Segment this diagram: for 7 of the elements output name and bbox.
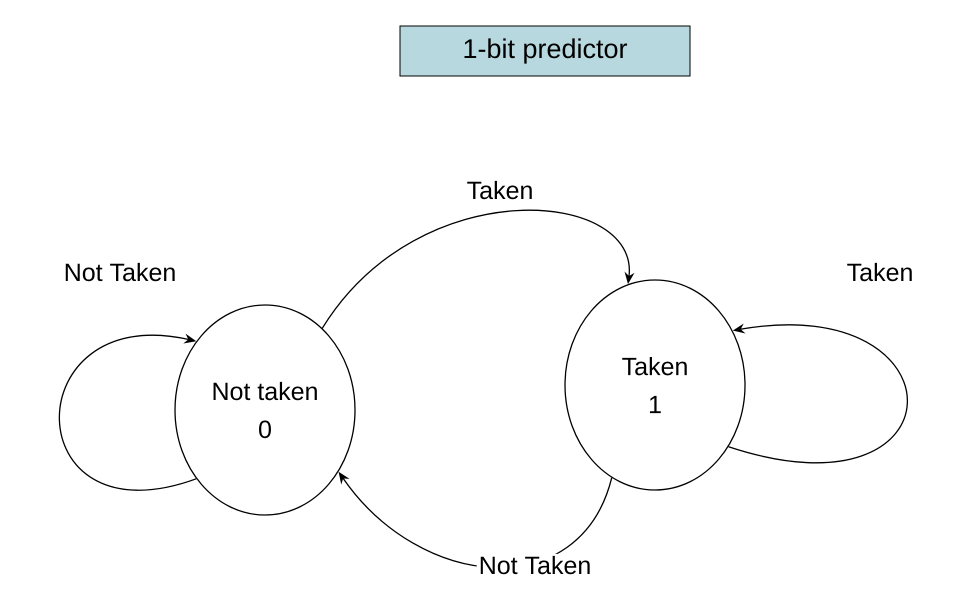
- arrow: [58, 334, 196, 490]
- edge-label: Taken: [844, 260, 916, 284]
- title-box: 1-bit predictor: [400, 26, 690, 76]
- edge-label: Not Taken: [62, 260, 178, 284]
- edge-label: Taken: [464, 178, 536, 202]
- edge-label: Not Taken: [476, 554, 594, 576]
- arrow: [322, 210, 635, 329]
